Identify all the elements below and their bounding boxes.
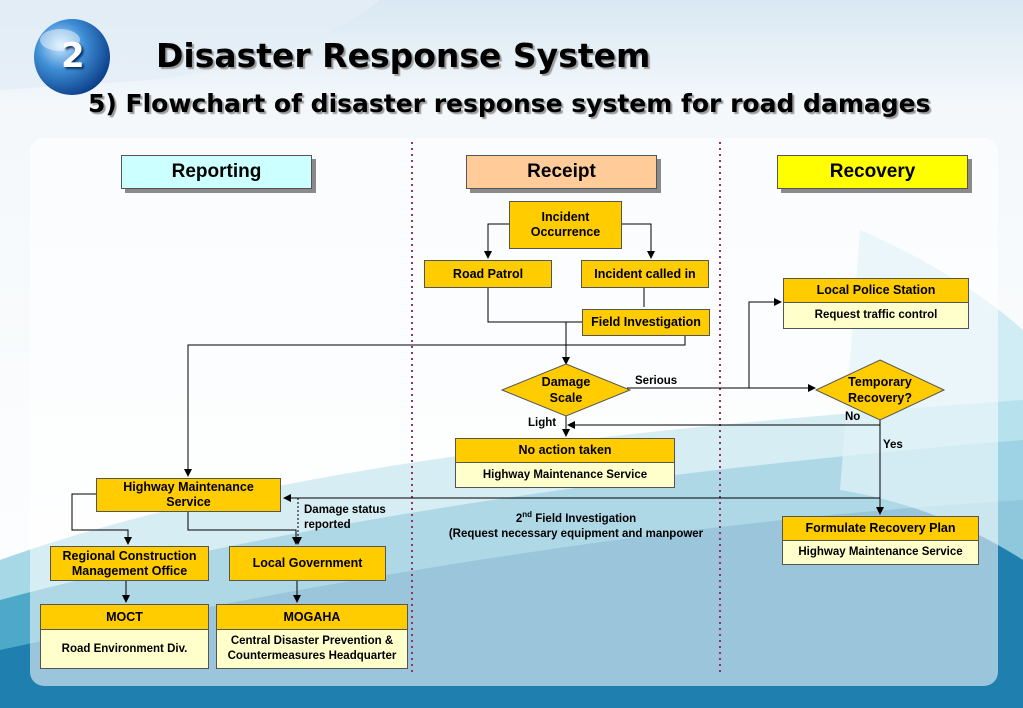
local-police-sub: Request traffic control — [783, 302, 969, 329]
field-investigation-node: Field Investigation — [582, 309, 710, 336]
formulate-plan-node: Formulate Recovery Plan — [782, 516, 979, 541]
local-police-node: Local Police Station — [783, 278, 969, 303]
serious-label: Serious — [635, 375, 678, 387]
second-field-detail: (Request necessary equipment and manpowe… — [448, 527, 704, 540]
second-field-investigation-label: 2nd Field Investigation (Request necessa… — [436, 507, 716, 542]
damage-status-label: Damage status reported — [304, 504, 386, 531]
moct-sub: Road Environment Div. — [40, 629, 209, 669]
incident-occurrence-node: Incident Occurrence — [509, 201, 622, 249]
mogaha-node: MOGAHA — [216, 604, 408, 630]
second-field-text: Field Investigation — [532, 512, 637, 525]
local-government-node: Local Government — [229, 546, 386, 581]
road-patrol-node: Road Patrol — [424, 260, 552, 288]
yes-label: Yes — [883, 439, 903, 451]
page-title: Disaster Response System — [156, 36, 651, 75]
no-action-node: No action taken — [455, 438, 675, 463]
highway-maintenance-node: Highway Maintenance Service — [96, 478, 281, 512]
no-label: No — [845, 411, 861, 423]
recovery-header: Recovery — [777, 155, 968, 189]
moct-node: MOCT — [40, 604, 209, 630]
page-subtitle: 5) Flowchart of disaster response system… — [88, 89, 931, 118]
regional-construction-node: Regional Construction Management Office — [50, 546, 209, 581]
formulate-plan-sub: Highway Maintenance Service — [782, 540, 979, 565]
no-action-sub: Highway Maintenance Service — [455, 462, 675, 488]
light-label: Light — [528, 417, 557, 429]
damage-scale-label: Damage Scale — [541, 375, 591, 405]
second-field-number: 2 — [515, 512, 523, 525]
receipt-header: Receipt — [466, 155, 657, 189]
section-number: 2 — [61, 36, 85, 76]
temporary-recovery-diamond — [814, 359, 946, 421]
reporting-header: Reporting — [121, 155, 312, 189]
temporary-recovery-label: Temporary Recovery? — [848, 375, 912, 405]
second-field-ordinal: nd — [522, 510, 533, 519]
incident-called-in-node: Incident called in — [581, 260, 709, 288]
damage-scale-diamond — [500, 363, 632, 417]
mogaha-sub: Central Disaster Prevention & Countermea… — [216, 629, 408, 669]
